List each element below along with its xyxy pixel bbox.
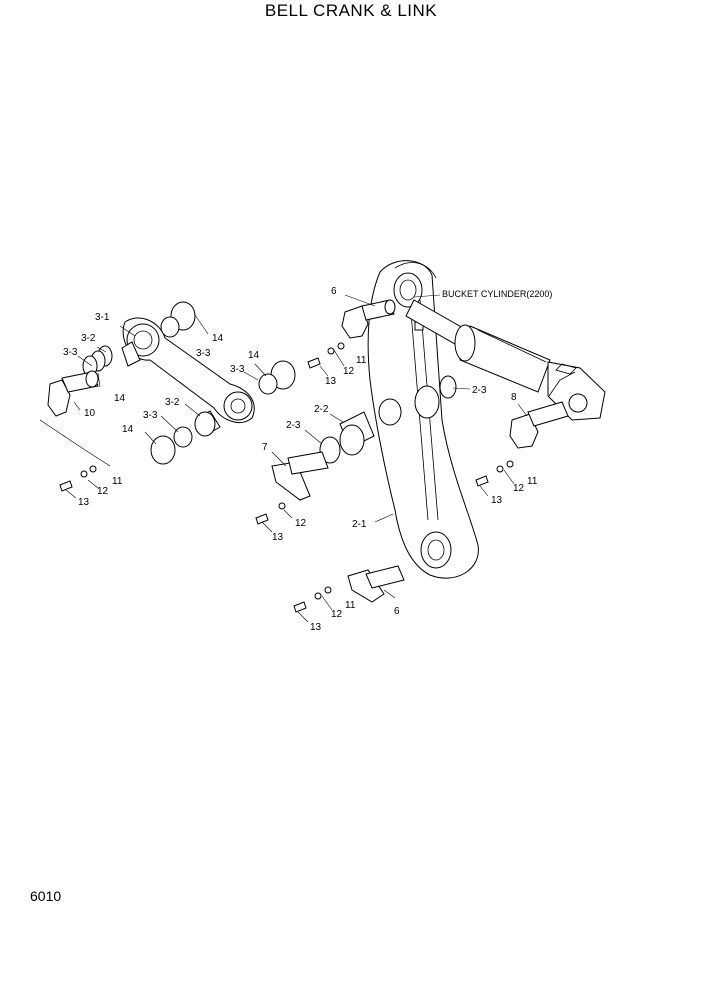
- link-3-1: [122, 317, 255, 423]
- callout-13-center: 13: [272, 532, 284, 543]
- callout-11-left: 11: [112, 476, 123, 487]
- callout-7: 7: [262, 442, 268, 453]
- callout-8: 8: [511, 392, 517, 403]
- diagram-title: BELL CRANK & LINK: [264, 1, 438, 20]
- callout-13-bottom: 13: [310, 622, 322, 633]
- callout-14-mid: 14: [248, 350, 260, 361]
- callout-12-top: 12: [343, 366, 355, 377]
- leader-lines: [39, 294, 528, 623]
- callout-3-1: 3-1: [95, 312, 110, 323]
- callout-6-bottom: 6: [394, 606, 400, 617]
- callout-6-top: 6: [331, 286, 337, 297]
- callout-10: 10: [84, 408, 96, 419]
- callout-bucket-cylinder: BUCKET CYLINDER(2200): [442, 289, 552, 299]
- callout-2-3-left: 2-3: [286, 420, 301, 431]
- callout-3-3-upper-right: 3-3: [196, 348, 211, 359]
- callout-14-upper-right: 14: [212, 333, 224, 344]
- callout-13-top: 13: [325, 376, 337, 387]
- callout-2-2: 2-2: [314, 404, 329, 415]
- callout-3-2-upper: 3-2: [81, 333, 96, 344]
- callout-3-3-lower-left: 3-3: [143, 410, 158, 421]
- callout-14-left: 14: [114, 393, 126, 404]
- pins: [47, 299, 569, 603]
- callout-3-3-mid: 3-3: [230, 364, 245, 375]
- callout-12-center: 12: [295, 518, 307, 529]
- callout-2-3-right: 2-3: [472, 385, 487, 396]
- bushings-and-seals: [82, 301, 457, 465]
- page-number: 6010: [30, 888, 62, 904]
- callout-labels: 6 BUCKET CYLINDER(2200) 11 12 13 14 3-3 …: [63, 286, 552, 633]
- callout-12-right: 12: [513, 483, 525, 494]
- callout-11-bottom: 11: [345, 600, 356, 611]
- callout-11-top: 11: [356, 355, 367, 366]
- callout-11-right: 11: [527, 476, 538, 487]
- callout-12-bottom: 12: [331, 609, 343, 620]
- callout-13-left: 13: [78, 497, 90, 508]
- callout-3-3-left: 3-3: [63, 347, 78, 358]
- callout-3-2-lower: 3-2: [165, 397, 180, 408]
- callout-12-left: 12: [97, 486, 109, 497]
- callout-14-lower-left: 14: [122, 424, 134, 435]
- callout-13-right: 13: [491, 495, 503, 506]
- callout-2-1: 2-1: [352, 519, 367, 530]
- hardware: [59, 342, 514, 613]
